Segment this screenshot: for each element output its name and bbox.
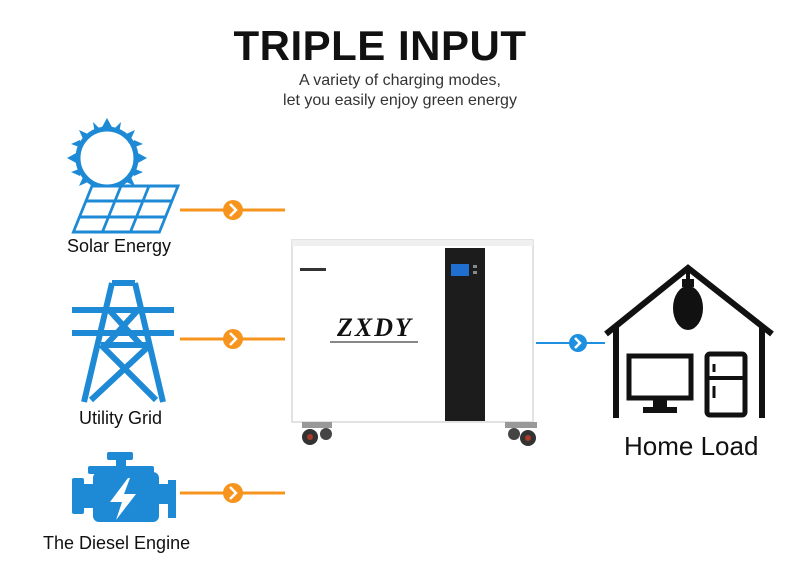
brand-logo: ZXDY [336, 313, 413, 342]
source-label-solar: Solar Energy [67, 236, 172, 256]
output-arrow [536, 334, 605, 352]
solar-input-arrow [180, 200, 285, 220]
solar-panel-icon [67, 118, 181, 234]
page-title: TRIPLE INPUT [233, 22, 527, 69]
subtitle-line-1: A variety of charging modes, [299, 72, 501, 89]
output-label: Home Load [624, 431, 759, 461]
source-label-grid: Utility Grid [79, 408, 163, 428]
engine-icon [72, 452, 176, 522]
battery-cabinet: ZXDY [291, 239, 537, 446]
source-label-engine: The Diesel Engine [43, 533, 191, 553]
power-tower-icon [72, 280, 174, 403]
engine-input-arrow [180, 483, 285, 503]
house-icon [604, 264, 774, 418]
grid-input-arrow [180, 329, 285, 349]
subtitle-line-2: let you easily enjoy green energy [283, 92, 517, 109]
